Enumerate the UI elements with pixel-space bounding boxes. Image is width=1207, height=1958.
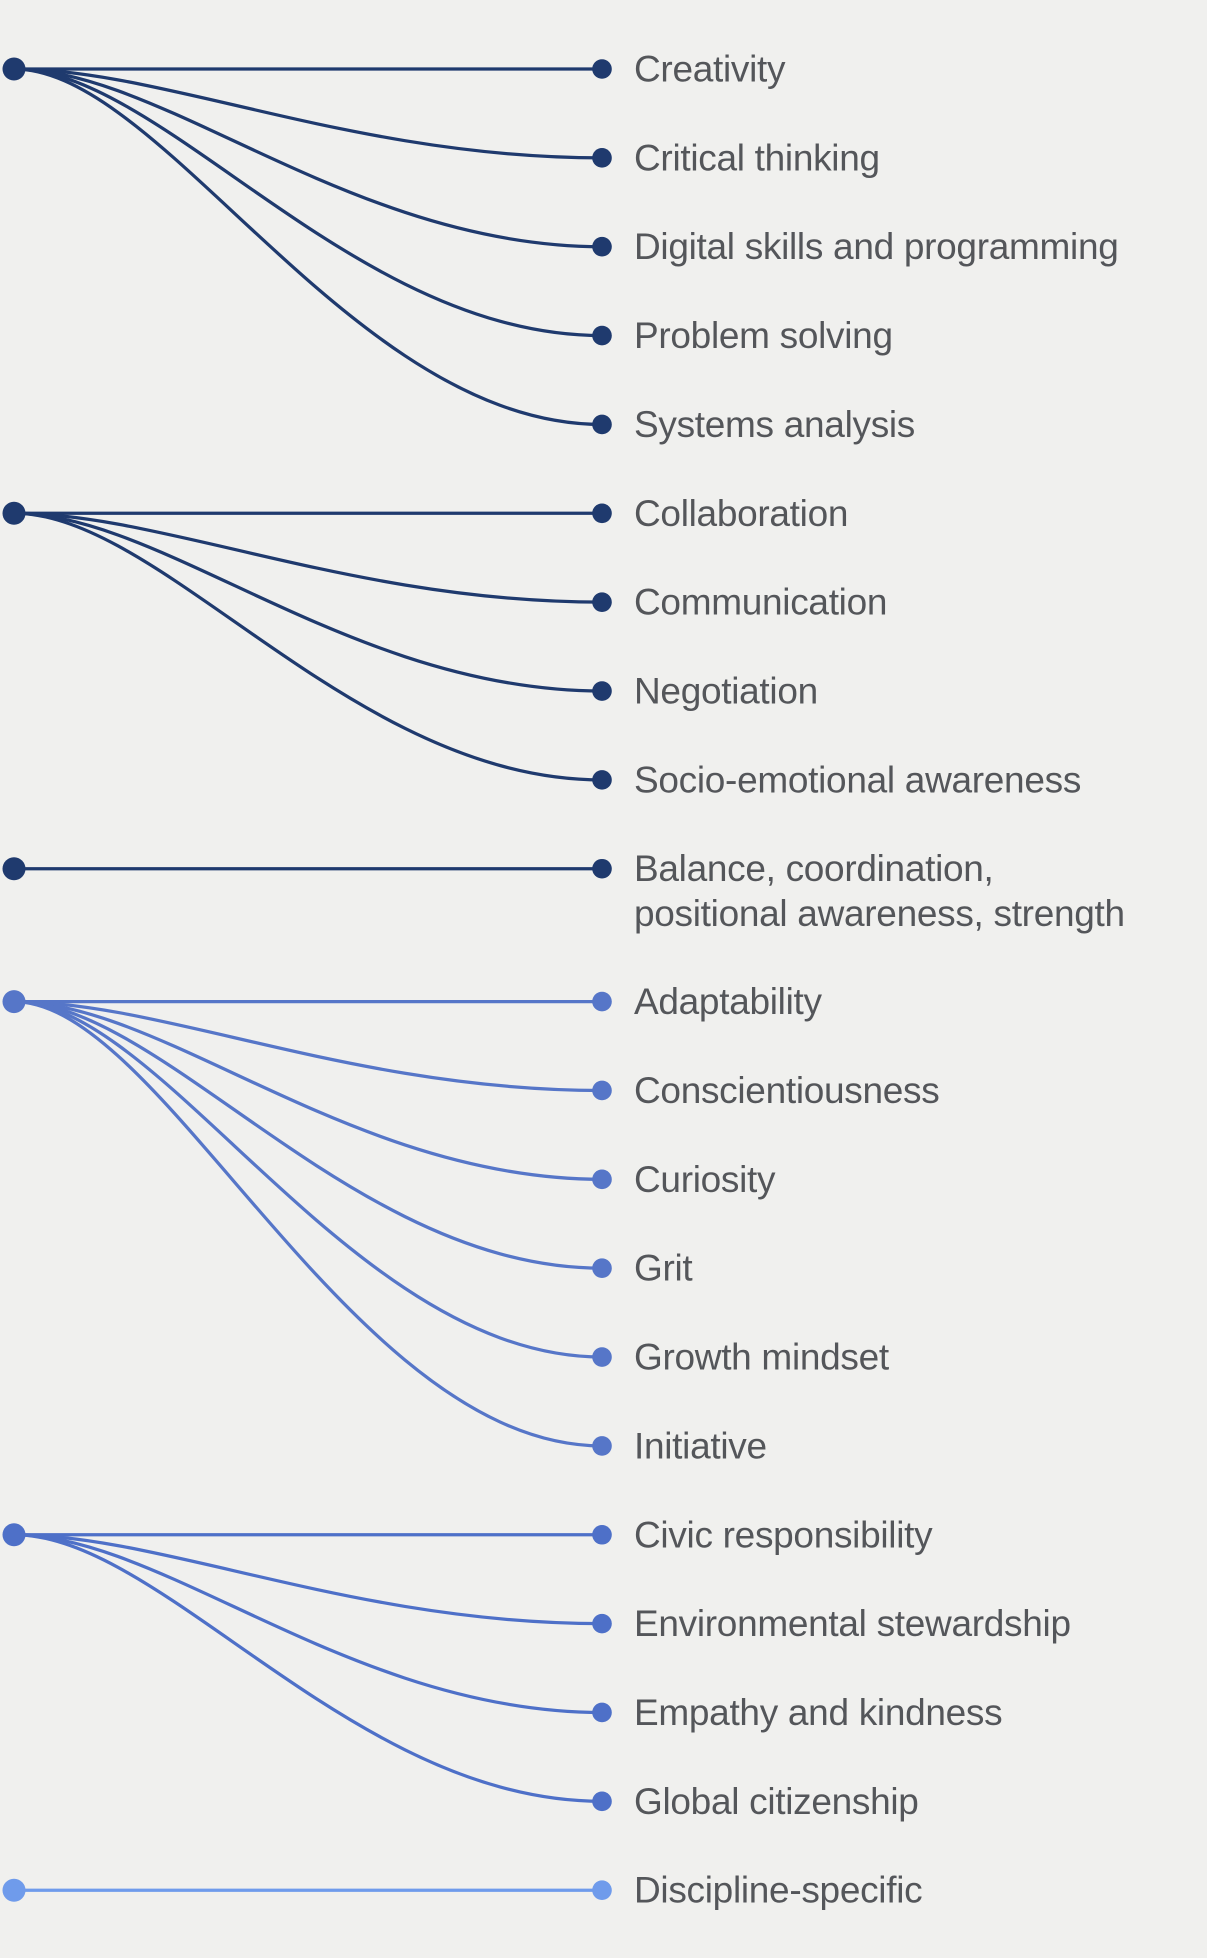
skill-node-dot bbox=[592, 1436, 612, 1456]
connector-line bbox=[13, 511, 603, 782]
connector-line bbox=[13, 999, 603, 1181]
skill-label: Curiosity bbox=[634, 1159, 776, 1200]
skill-node-dot bbox=[592, 1880, 612, 1900]
skill-label: Digital skills and programming bbox=[634, 226, 1119, 267]
connector-line bbox=[13, 67, 603, 160]
connector-line bbox=[13, 1533, 603, 1626]
skill-node-dot bbox=[592, 1791, 612, 1812]
category-hub-dot bbox=[2, 1878, 26, 1902]
skill-label: Environmental stewardship bbox=[634, 1603, 1071, 1644]
skill-label: Critical thinking bbox=[634, 137, 880, 178]
skill-label: Global citizenship bbox=[634, 1781, 919, 1822]
skill-node-dot bbox=[592, 325, 612, 346]
skill-node-dot bbox=[592, 991, 612, 1012]
connector-line bbox=[13, 999, 603, 1270]
skill-label: Socio-emotional awareness bbox=[634, 759, 1081, 800]
skill-node-dot bbox=[592, 1702, 612, 1723]
skill-node-dot bbox=[592, 1347, 612, 1367]
connector-line bbox=[13, 67, 603, 427]
skill-node-dot bbox=[592, 858, 612, 879]
skill-label: Empathy and kindness bbox=[634, 1692, 1002, 1733]
skill-label: Conscientiousness bbox=[634, 1070, 939, 1111]
skill-label: Systems analysis bbox=[634, 404, 915, 445]
connector-line bbox=[13, 67, 603, 249]
connector-line bbox=[13, 511, 603, 693]
skill-node-dot bbox=[592, 1258, 612, 1278]
skill-node-dot bbox=[592, 148, 612, 168]
connector-line bbox=[13, 511, 603, 604]
skill-label: Grit bbox=[634, 1248, 693, 1289]
skill-label: Creativity bbox=[634, 49, 786, 90]
skill-node-dot bbox=[592, 1080, 612, 1101]
connector-line bbox=[13, 1533, 603, 1715]
category-hub-dot bbox=[2, 501, 26, 525]
skill-node-dot bbox=[592, 503, 612, 524]
skill-label: Civic responsibility bbox=[634, 1514, 933, 1555]
skill-label: Growth mindset bbox=[634, 1337, 890, 1378]
skill-node-dot bbox=[592, 1169, 612, 1190]
category-hub-dot bbox=[2, 990, 26, 1014]
skill-node-dot bbox=[592, 770, 612, 790]
connector-line bbox=[13, 67, 603, 338]
skill-label: Balance, coordination, bbox=[634, 848, 994, 889]
skill-label: Adaptability bbox=[634, 981, 822, 1022]
connector-line bbox=[13, 999, 603, 1093]
skill-node-dot bbox=[592, 1613, 612, 1634]
connector-line bbox=[13, 999, 603, 1359]
connector-line bbox=[13, 1533, 603, 1803]
skill-node-dot bbox=[592, 414, 612, 435]
connector-line bbox=[13, 999, 603, 1448]
skill-label: positional awareness, strength bbox=[634, 893, 1125, 934]
skill-label: Communication bbox=[634, 582, 887, 623]
skill-label: Discipline-specific bbox=[634, 1870, 922, 1911]
skill-label: Negotiation bbox=[634, 671, 818, 712]
skill-node-dot bbox=[592, 592, 612, 612]
skill-label: Problem solving bbox=[634, 315, 893, 356]
skill-node-dot bbox=[592, 236, 612, 257]
skill-label: Collaboration bbox=[634, 493, 848, 534]
category-hub-dot bbox=[2, 57, 26, 81]
skill-node-dot bbox=[592, 681, 612, 701]
skill-node-dot bbox=[592, 1524, 612, 1545]
category-hub-dot bbox=[2, 857, 26, 881]
skill-label: Initiative bbox=[634, 1425, 767, 1466]
category-hub-dot bbox=[2, 1523, 26, 1547]
skill-node-dot bbox=[592, 59, 612, 79]
